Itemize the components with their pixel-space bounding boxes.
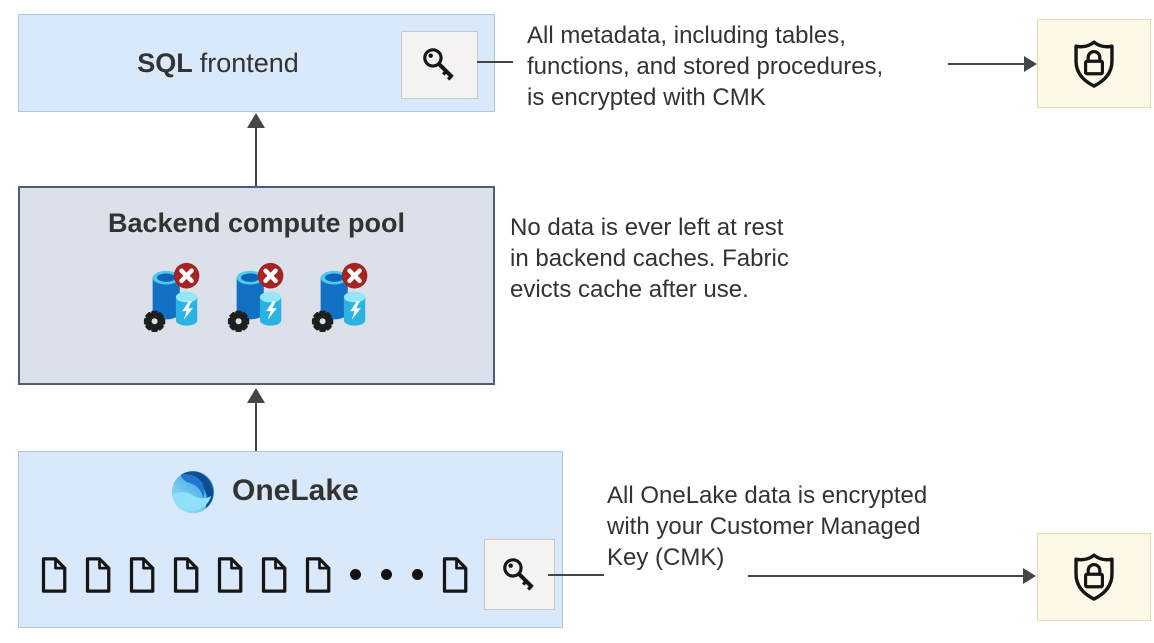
onelake-title: OneLake	[232, 474, 359, 507]
lightning-icon	[349, 300, 361, 320]
error-x-badge-icon	[341, 262, 367, 289]
sql-frontend-label-rest: frontend	[199, 47, 299, 78]
arrow-onelake-to-backend	[255, 403, 257, 451]
backend-pool-title: Backend compute pool	[107, 208, 406, 238]
onelake-box: OneLake	[18, 451, 563, 628]
arrowhead-up-icon	[247, 388, 265, 403]
document-icon	[305, 556, 331, 593]
database-cache-icon	[143, 262, 199, 332]
connector-sql-key-to-note	[477, 61, 513, 63]
document-icon	[442, 556, 468, 593]
shield-lock-icon	[1074, 553, 1114, 601]
metadata-cmk-note: All metadata, including tables, function…	[527, 22, 884, 111]
arrow-note-to-shield-bottom	[748, 575, 1023, 577]
sql-frontend-label-strong: SQL	[137, 47, 193, 78]
cache-icon-row	[20, 261, 493, 337]
onelake-logo	[171, 470, 215, 514]
error-x-badge-icon	[257, 262, 283, 289]
shield-lock-icon	[1074, 39, 1114, 88]
key-tile	[401, 31, 478, 99]
sql-frontend-box: SQL frontend	[18, 14, 495, 112]
onelake-cmk-note: All OneLake data is encrypted with your …	[607, 482, 928, 571]
connector-onelake-key-to-note	[548, 574, 604, 576]
document-icon	[41, 556, 67, 593]
ellipsis-dots-icon	[347, 569, 426, 580]
document-icon	[217, 556, 243, 593]
sql-frontend-label: SQL frontend	[19, 15, 417, 111]
arrowhead-right-icon	[1023, 568, 1036, 584]
shield-lock-tile-top	[1037, 19, 1151, 108]
key-tile	[484, 539, 555, 610]
lightning-icon	[265, 300, 277, 320]
gear-icon	[311, 310, 333, 332]
database-cache-icon	[311, 262, 367, 332]
document-icon	[173, 556, 199, 593]
key-icon	[502, 557, 534, 591]
backend-compute-pool-box: Backend compute pool	[18, 186, 495, 385]
database-cache-icon	[227, 262, 283, 332]
document-icon	[129, 556, 155, 593]
lightning-icon	[181, 300, 193, 320]
gear-icon	[227, 310, 249, 332]
files-row	[39, 539, 555, 610]
shield-lock-tile-bottom	[1037, 533, 1151, 621]
arrow-note-to-shield-top	[948, 63, 1024, 65]
arrowhead-right-icon	[1024, 56, 1037, 72]
key-icon	[422, 48, 454, 81]
document-icon	[261, 556, 287, 593]
onelake-header: OneLake	[167, 465, 359, 517]
gear-icon	[143, 310, 165, 332]
error-x-badge-icon	[173, 262, 199, 289]
document-icon	[85, 556, 111, 593]
cache-eviction-note: No data is ever left at rest in backend …	[510, 214, 789, 303]
arrowhead-up-icon	[247, 113, 265, 128]
arrow-backend-to-sql	[255, 128, 257, 186]
